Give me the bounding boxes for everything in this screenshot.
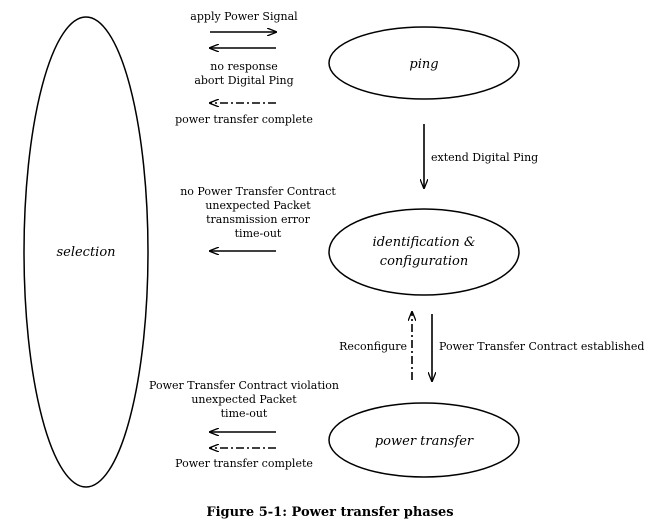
identification-label-line2: configuration (380, 254, 468, 269)
pt-fail-label-2: unexpected Packet (191, 393, 297, 406)
id-fail-label-1: no Power Transfer Contract (180, 185, 336, 198)
ping-state (328, 26, 520, 100)
pt-fail-label-3: time-out (221, 407, 268, 420)
id-fail-label-2: unexpected Packet (205, 199, 311, 212)
power-transfer-complete-pt-label: Power transfer complete (175, 457, 313, 470)
identification-configuration-state (328, 208, 520, 296)
selection-state (23, 16, 149, 488)
id-fail-label-4: time-out (235, 227, 282, 240)
no-response-label: no response (210, 60, 278, 73)
reconfigure-label: Reconfigure (339, 340, 407, 353)
power-transfer-label: power transfer (375, 434, 474, 449)
ping-label: ping (409, 57, 438, 72)
figure-caption: Figure 5-1: Power transfer phases (206, 505, 453, 520)
power-transfer-complete-ping-label: power transfer complete (175, 113, 313, 126)
identification-label-line1: identification & (373, 235, 476, 250)
selection-label: selection (56, 245, 115, 260)
abort-digital-ping-label: abort Digital Ping (194, 74, 293, 87)
pt-fail-label-1: Power Transfer Contract violation (149, 379, 339, 392)
apply-power-signal-label: apply Power Signal (190, 10, 298, 23)
power-transfer-state (328, 402, 520, 478)
extend-digital-ping-label: extend Digital Ping (431, 151, 538, 164)
id-fail-label-3: transmission error (206, 213, 311, 226)
contract-established-label: Power Transfer Contract established (439, 340, 644, 353)
